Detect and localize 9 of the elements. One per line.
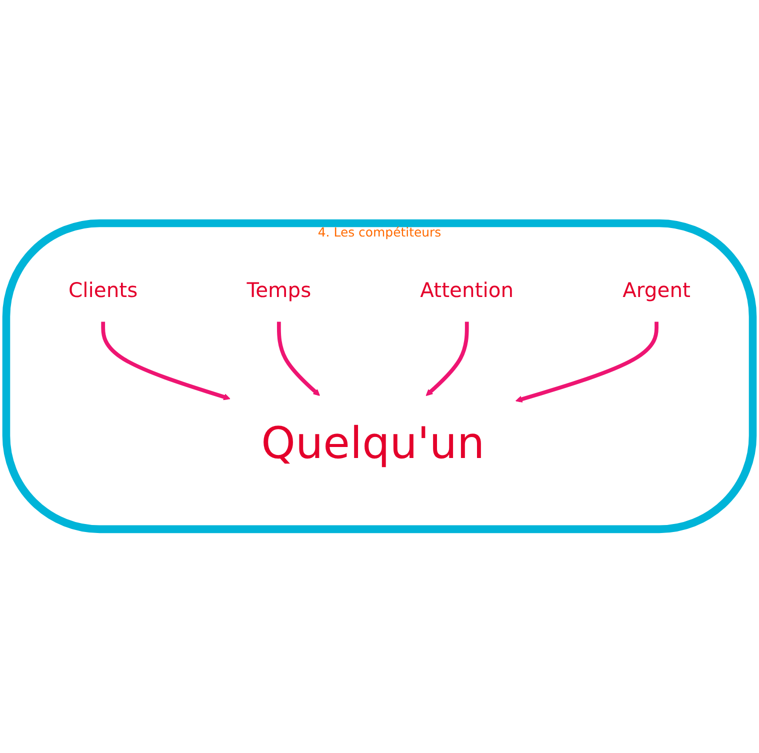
node-text: Quelqu'un	[261, 418, 485, 470]
arrow	[101, 322, 230, 400]
arrow	[515, 322, 658, 403]
arrow	[426, 322, 469, 396]
arrow	[276, 322, 320, 396]
node-text: Temps	[246, 279, 312, 303]
node-text: Clients	[68, 279, 138, 303]
node-text: Attention	[420, 279, 514, 303]
node-text: Argent	[622, 279, 690, 303]
